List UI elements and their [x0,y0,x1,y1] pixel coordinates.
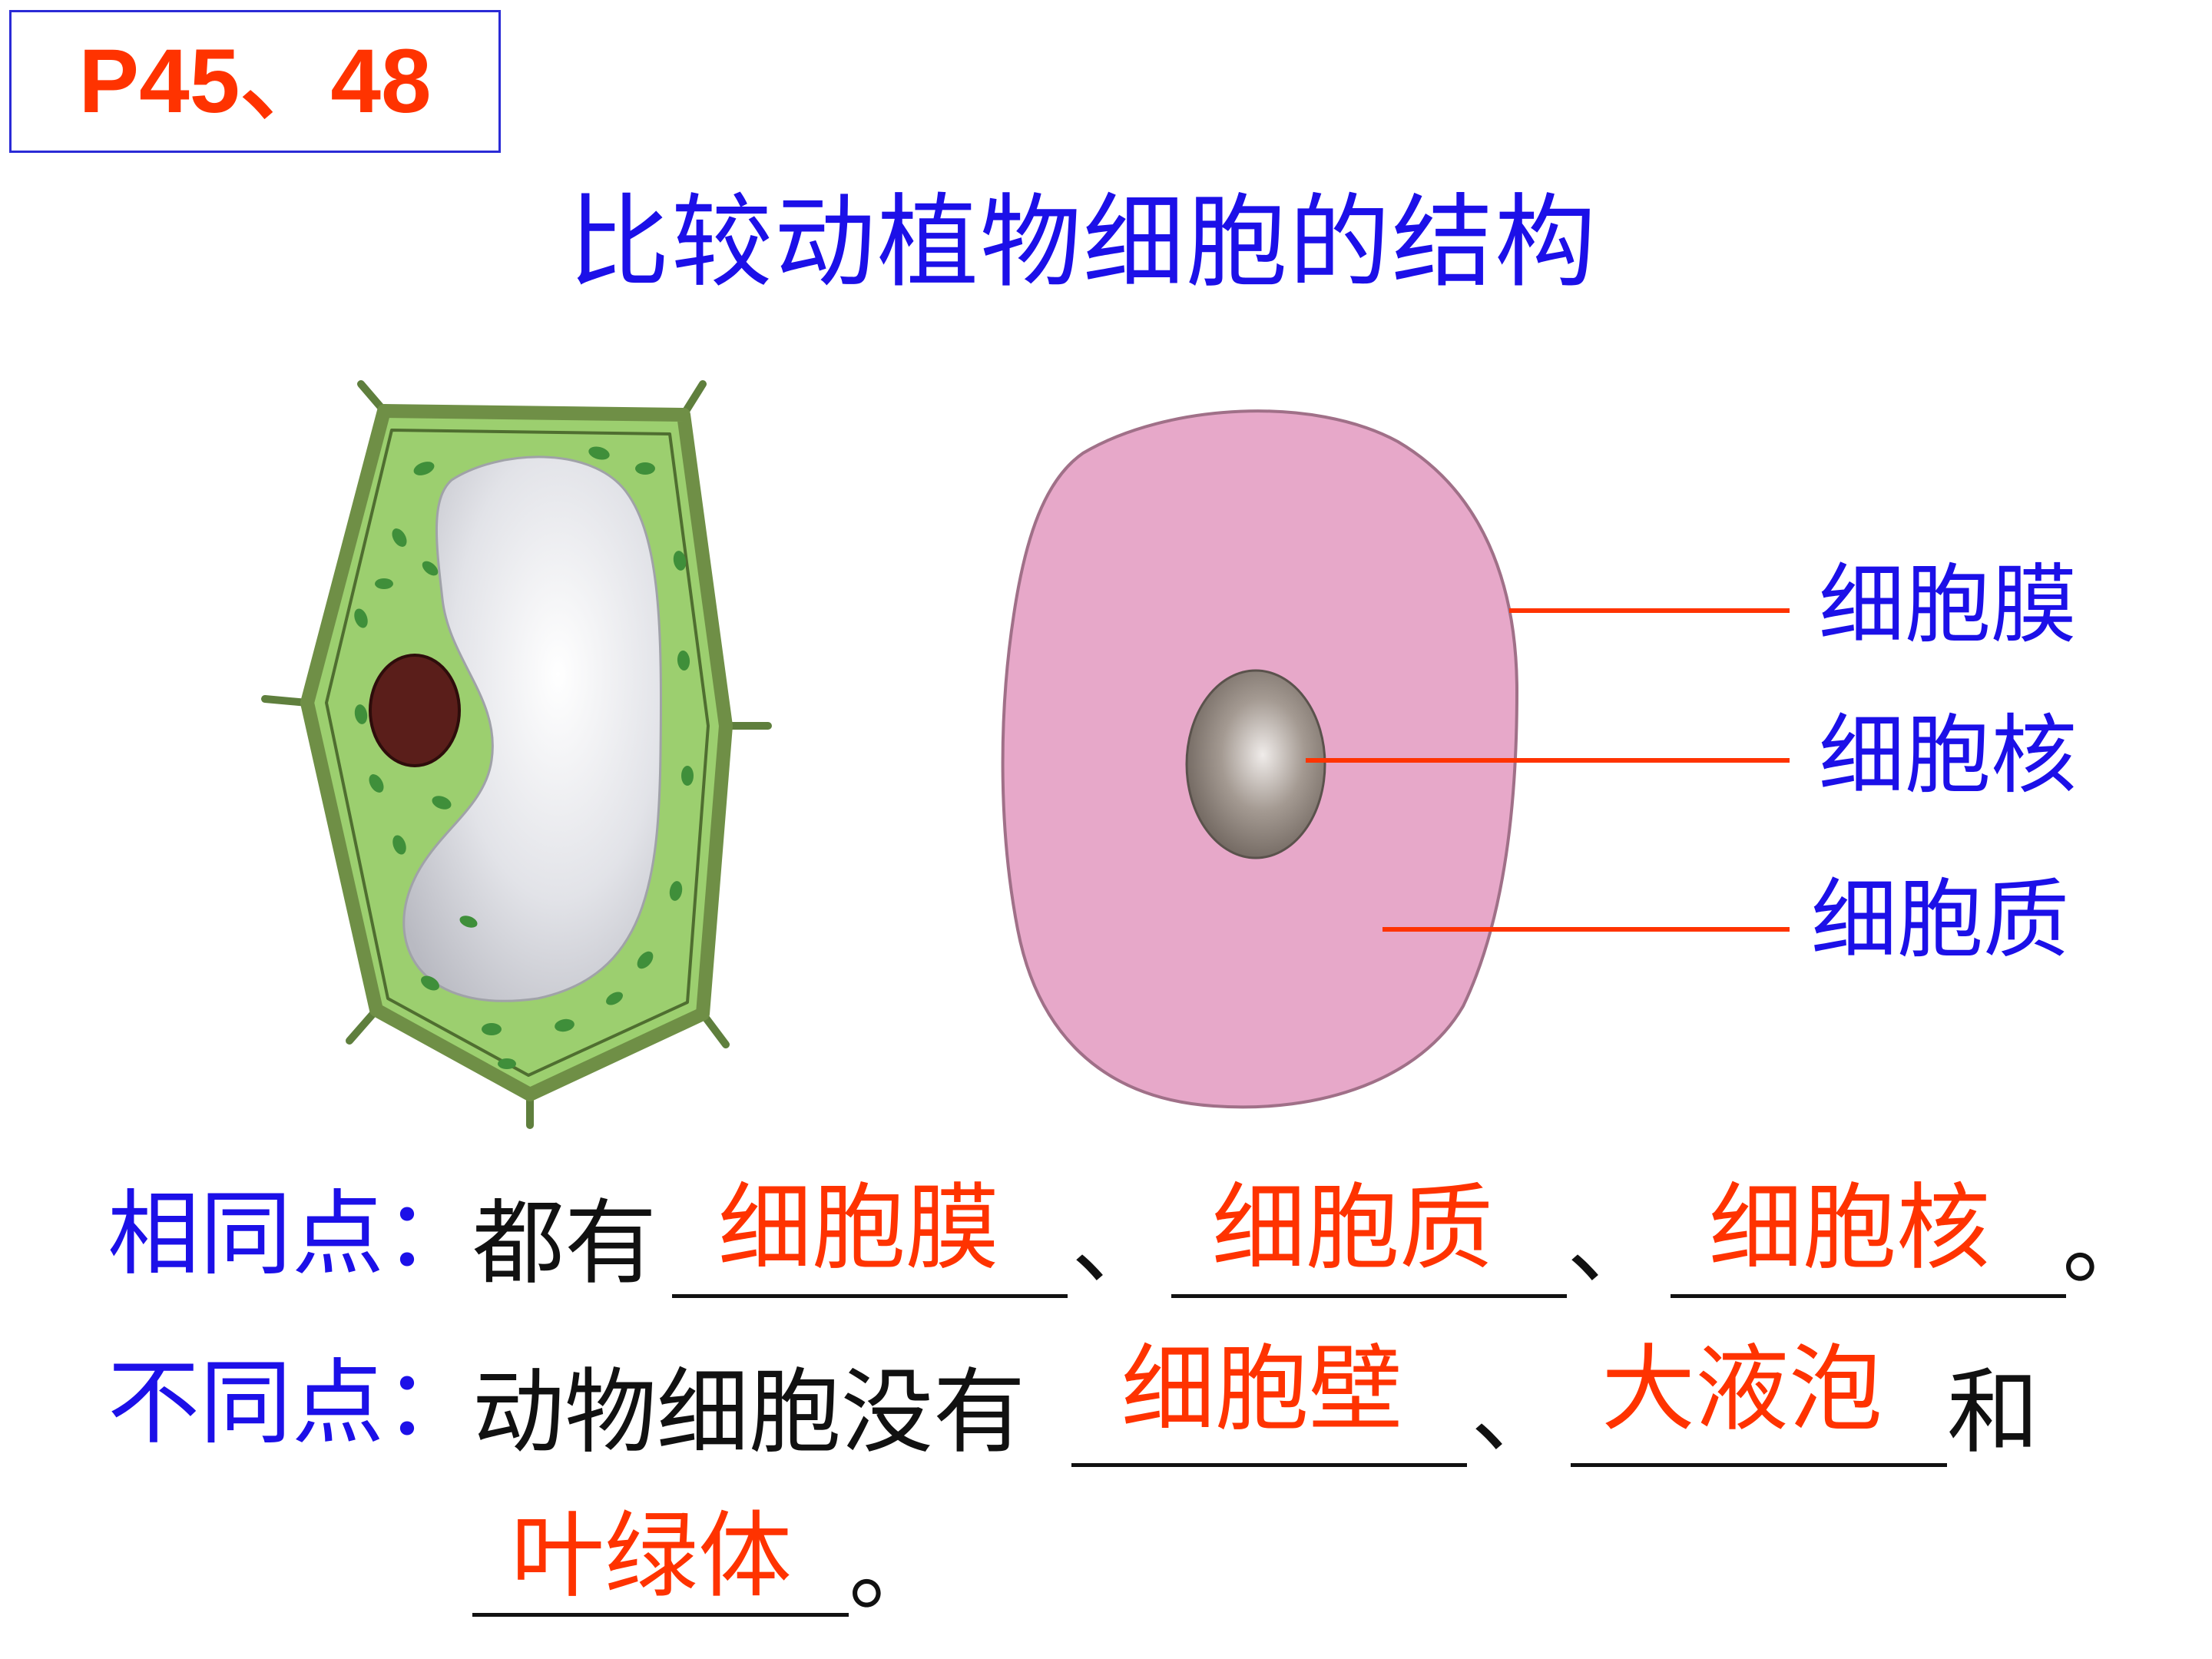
difference-prefix: 动物细胞没有 [472,1359,1025,1466]
plant-vacuole [402,455,662,1002]
plant-cell [261,380,772,1129]
label-membrane: 细胞膜 [1819,555,2077,655]
difference-blank-2 [1571,1463,1947,1467]
page-reference-box: P45、48 [9,10,501,153]
plant-chloroplasts [354,446,694,1069]
similarity-separator-2: 、 [1567,1190,1659,1297]
similarity-end: 。 [2062,1190,2154,1297]
page-reference-text: P45、48 [78,31,432,132]
similarity-blank-1 [672,1294,1068,1298]
label-nucleus: 细胞核 [1819,706,2077,806]
slide-title: 比较动植物细胞的结构 [568,184,1598,302]
plant-cell-membrane [325,429,710,1077]
difference-answer-2: 大液泡 [1601,1335,1883,1444]
similarity-separator-1: 、 [1071,1190,1164,1297]
similarity-answer-3: 细胞核 [1709,1174,1990,1283]
animal-cell [1001,409,1519,1109]
difference-conjunction: 和 [1947,1359,2039,1466]
difference-answer-3: 叶绿体 [511,1502,792,1611]
difference-separator: 、 [1471,1359,1563,1466]
label-cytoplasm: 细胞质 [1811,870,2069,970]
difference-blank-1 [1071,1463,1467,1467]
similarity-blank-2 [1171,1294,1567,1298]
animal-nucleus [1185,669,1326,859]
difference-answer-1: 细胞壁 [1121,1335,1402,1444]
similarity-answer-2: 细胞质 [1212,1174,1493,1283]
similarity-blank-3 [1671,1294,2066,1298]
plant-nucleus [369,654,461,767]
similarity-prefix: 都有 [472,1190,657,1297]
difference-blank-3 [472,1613,849,1617]
cell-comparison-diagram [261,380,1790,1129]
leader-lines [1306,608,1790,932]
similarity-heading: 相同点： [108,1181,476,1288]
similarity-answer-1: 细胞膜 [718,1174,999,1283]
difference-heading: 不同点： [108,1350,476,1457]
difference-end: 。 [849,1517,941,1624]
